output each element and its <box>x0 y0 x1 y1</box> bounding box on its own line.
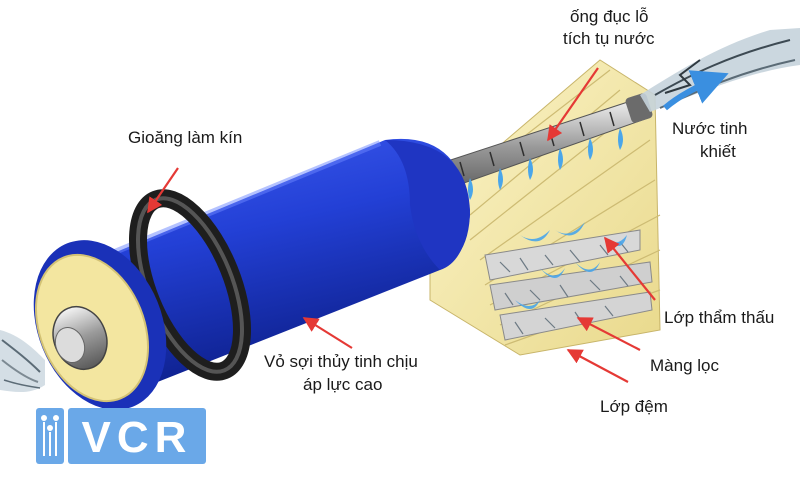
end-cap <box>33 240 167 410</box>
label-pure-water-line1: Nước tinh <box>672 119 748 138</box>
label-spacer-layer: Lớp đệm <box>600 397 668 416</box>
label-perforated-tube-line2: tích tụ nước <box>563 29 655 48</box>
pure-water-stream <box>640 28 800 112</box>
arrow-membrane <box>576 317 641 351</box>
annotation-arrows <box>147 67 656 383</box>
arrow-shell <box>302 317 353 349</box>
arrow-gasket <box>147 167 179 214</box>
arrow-permeate <box>604 236 656 301</box>
label-perforated-tube-line1: ống đục lỗ <box>570 7 649 26</box>
inlet-water-stream <box>0 330 45 393</box>
arrow-spacer <box>566 349 629 383</box>
label-shell-line2: áp lực cao <box>303 375 383 394</box>
arrow-tube <box>547 67 599 142</box>
vcr-logo: VCR <box>36 408 206 464</box>
logo-text: VCR <box>82 413 193 462</box>
label-pure-water-line2: khiết <box>700 142 736 161</box>
label-permeate-layer: Lớp thẩm thấu <box>664 308 775 327</box>
label-gasket: Gioăng làm kín <box>128 128 243 147</box>
label-membrane: Màng lọc <box>650 356 719 375</box>
label-shell-line1: Vỏ sợi thủy tinh chịu <box>264 352 418 371</box>
